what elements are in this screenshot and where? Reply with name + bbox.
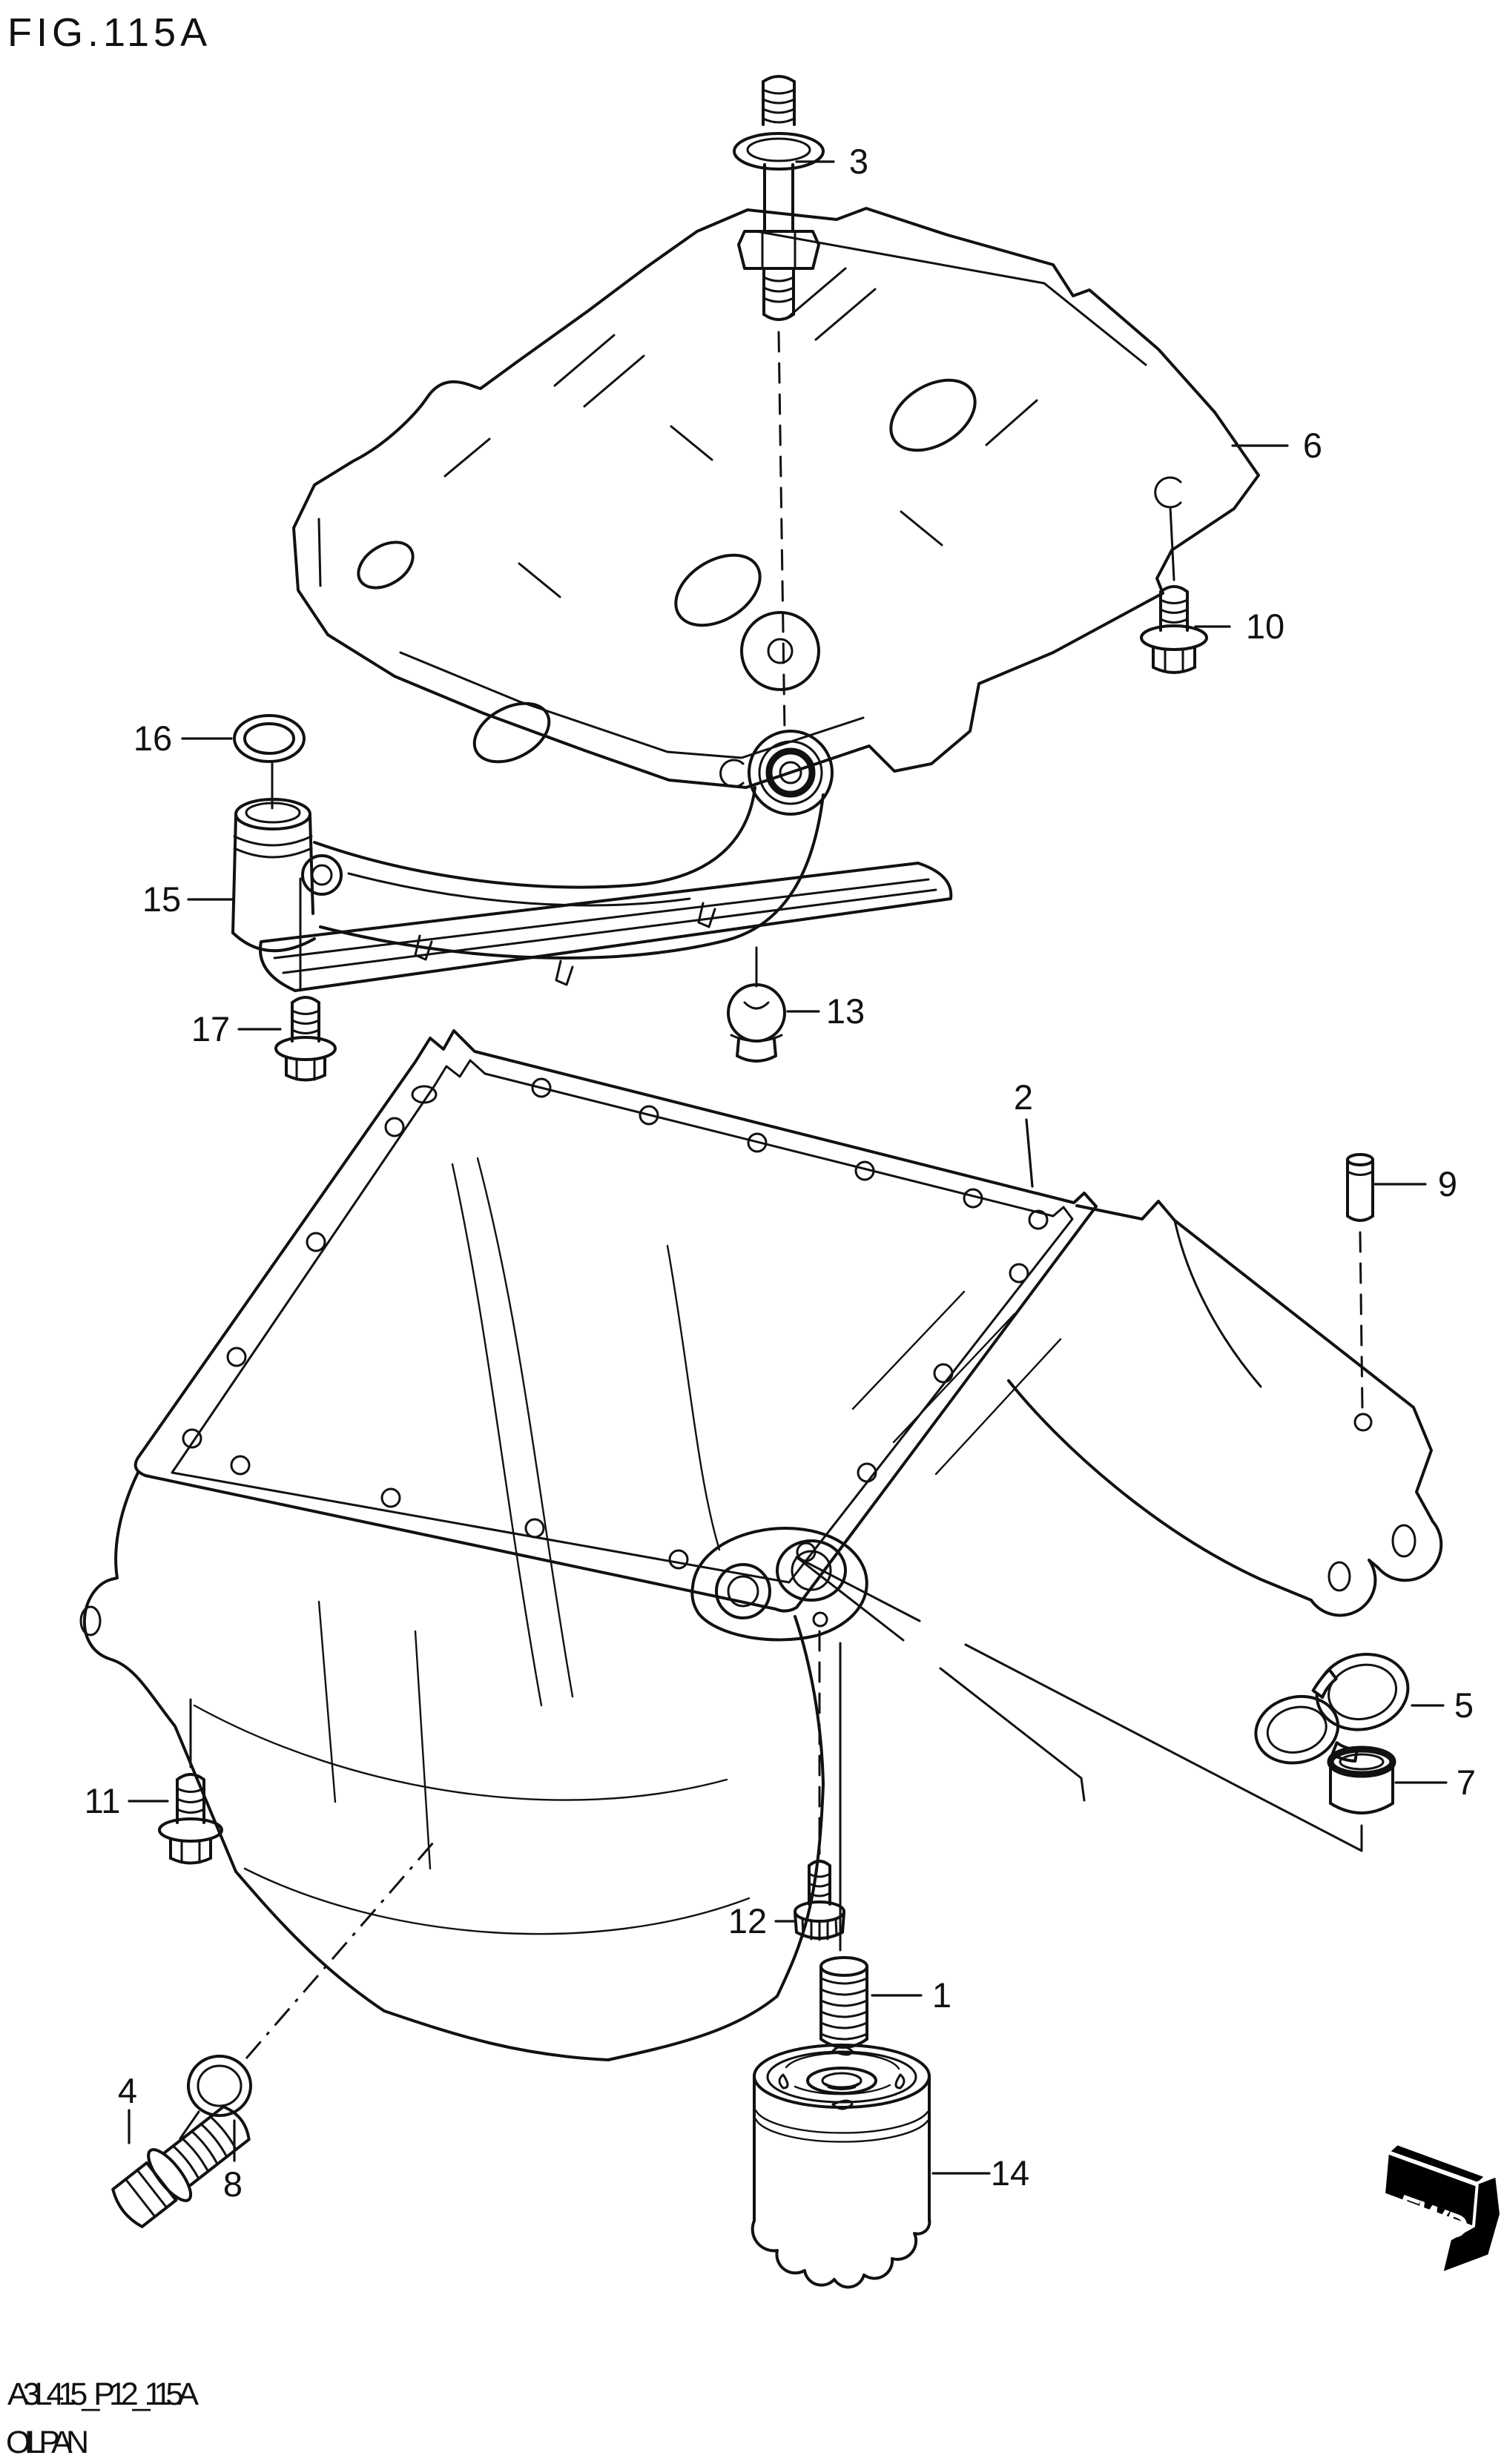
callout-9: 9 xyxy=(1438,1164,1457,1203)
callout-16: 16 xyxy=(133,719,172,758)
callout-4: 4 xyxy=(118,2071,137,2110)
callout-6: 6 xyxy=(1303,426,1322,465)
baffle-plate-part6 xyxy=(292,207,1260,789)
cap-part7 xyxy=(1327,1745,1396,1814)
figure-title: FIG.115A xyxy=(7,10,211,55)
fwd-arrowhead-icon xyxy=(1439,2173,1503,2276)
figure-caption: OIL PAN xyxy=(6,2425,89,2460)
callout-12: 12 xyxy=(728,1901,767,1941)
leader-stud-to-strainer xyxy=(777,331,786,733)
callout-10: 10 xyxy=(1246,607,1284,646)
callout-2: 2 xyxy=(1014,1077,1033,1117)
flange-bolt-part10 xyxy=(1140,506,1208,674)
callout-labels: 3 6 10 16 15 17 13 2 9 5 7 11 12 1 4 8 1… xyxy=(85,142,1476,2204)
bolt-part17 xyxy=(274,877,337,1082)
dowel-pin-part9 xyxy=(1346,1153,1374,1410)
leader-bolt10 xyxy=(1169,506,1175,581)
bolt-part11 xyxy=(158,1698,223,1865)
callout-15: 15 xyxy=(142,879,181,919)
callout-leaders xyxy=(128,160,1448,2175)
callout-5: 5 xyxy=(1454,1685,1474,1725)
union-part1 xyxy=(819,1956,868,2049)
figure-code: A3L415_P12_115A xyxy=(7,2377,199,2412)
callout-7: 7 xyxy=(1457,1763,1476,1802)
dowel-pin-hole xyxy=(1353,1413,1373,1432)
fwd-marker: FWD xyxy=(1382,2141,1503,2276)
rim-bolt-holes xyxy=(182,1077,1049,1570)
leader-gasket8-to-plug xyxy=(179,2110,200,2140)
callout-17: 17 xyxy=(191,1009,230,1048)
leader-pin9 xyxy=(1359,1231,1364,1410)
oil-filter-part14 xyxy=(751,2044,931,2289)
o-ring-part16 xyxy=(233,714,306,810)
pointer-wedge-5-7 xyxy=(795,1556,1363,1852)
leader-gasket8-to-pan xyxy=(245,1841,435,2059)
gasket-part8 xyxy=(179,1841,435,2140)
grommet-part13 xyxy=(727,983,786,1063)
callout-14: 14 xyxy=(991,2153,1029,2193)
callout-8: 8 xyxy=(223,2164,243,2204)
callout-11: 11 xyxy=(85,1781,121,1820)
oil-pan-part2 xyxy=(79,1029,1443,2061)
callout-1: 1 xyxy=(932,1975,951,2015)
callout-13: 13 xyxy=(826,991,865,1031)
bolt-part12 xyxy=(794,1630,845,1952)
callout-3: 3 xyxy=(849,142,868,181)
oil-strainer-part15 xyxy=(231,730,953,992)
